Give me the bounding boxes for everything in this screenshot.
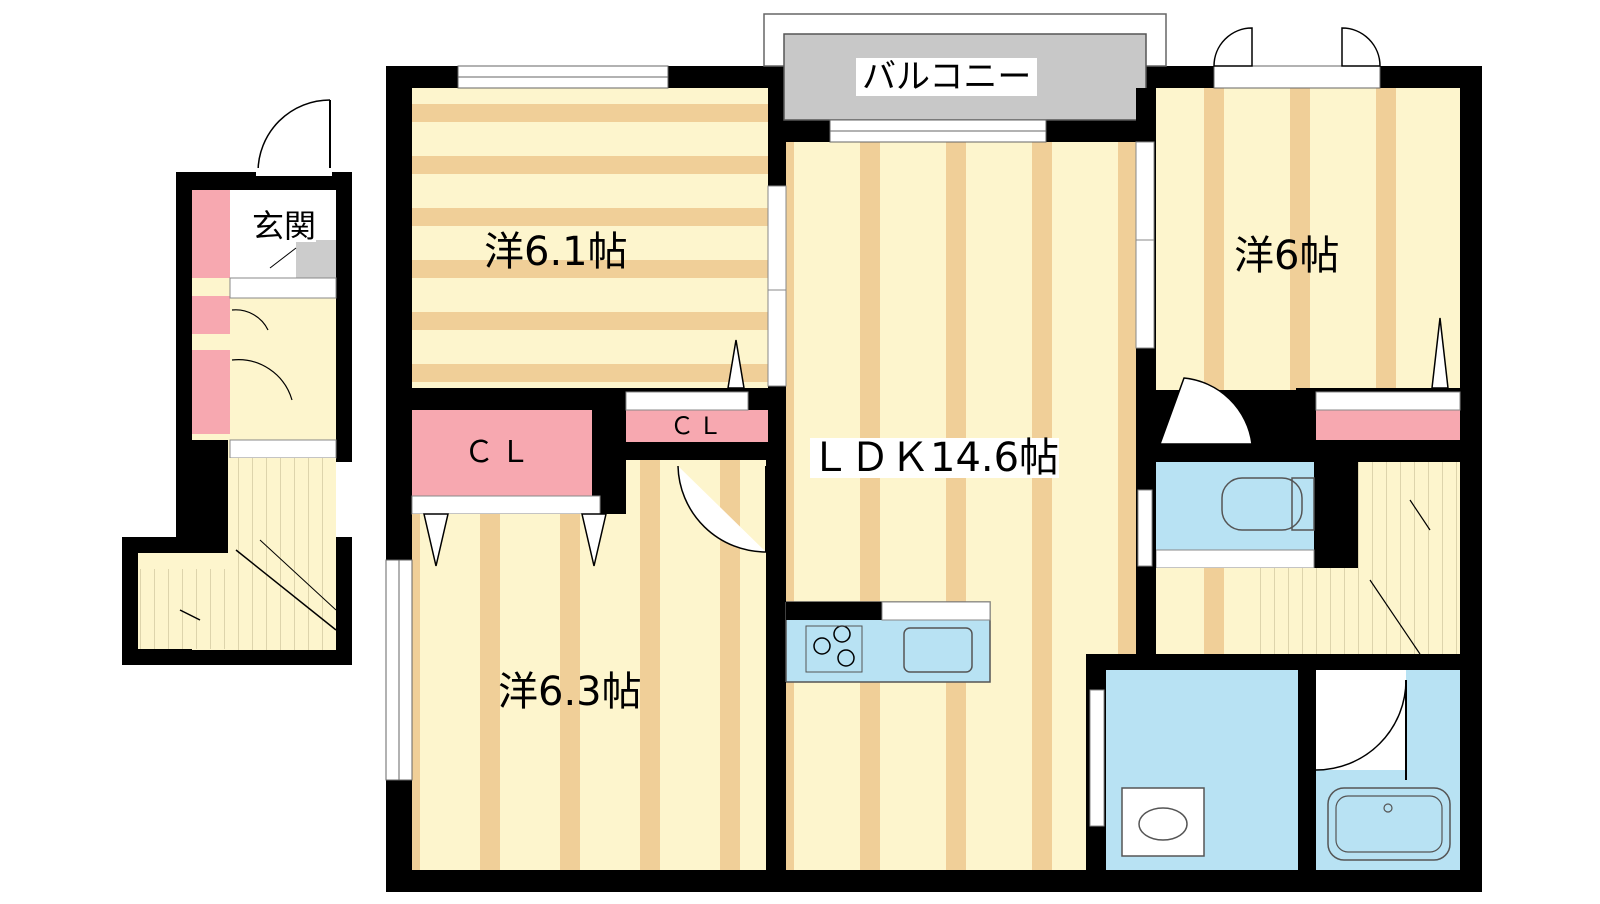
entrance-closet-3 xyxy=(192,350,230,434)
balcony-label: バルコニー xyxy=(856,58,1038,96)
closet-large-label: ＣＬ xyxy=(464,435,536,470)
room-western-1-label: 洋6.1帖 xyxy=(484,229,628,275)
stairs-left xyxy=(228,458,336,650)
room-western-1-floor xyxy=(412,88,768,388)
closet-small-label: ＣＬ xyxy=(670,412,726,440)
room-western-3-floor xyxy=(412,514,766,870)
wash-basin xyxy=(1121,787,1205,857)
closet-large xyxy=(412,410,592,496)
stairs-right xyxy=(1358,462,1460,654)
room-ldk-floor xyxy=(786,142,1136,870)
room-ldk-label: ＬＤＫ14.6帖 xyxy=(810,435,1060,481)
entrance-closet-2 xyxy=(192,296,230,334)
entrance-closet-1 xyxy=(192,190,230,278)
entrance-block xyxy=(122,99,352,665)
entrance-label: 玄関 xyxy=(252,207,317,245)
closet-right xyxy=(1316,410,1460,440)
closet-small xyxy=(626,410,768,442)
room-western-2-label: 洋6帖 xyxy=(1234,233,1340,279)
entrance-floor xyxy=(296,240,336,278)
room-western-3-label: 洋6.3帖 xyxy=(498,669,642,715)
room-western-2-floor xyxy=(1156,88,1460,390)
